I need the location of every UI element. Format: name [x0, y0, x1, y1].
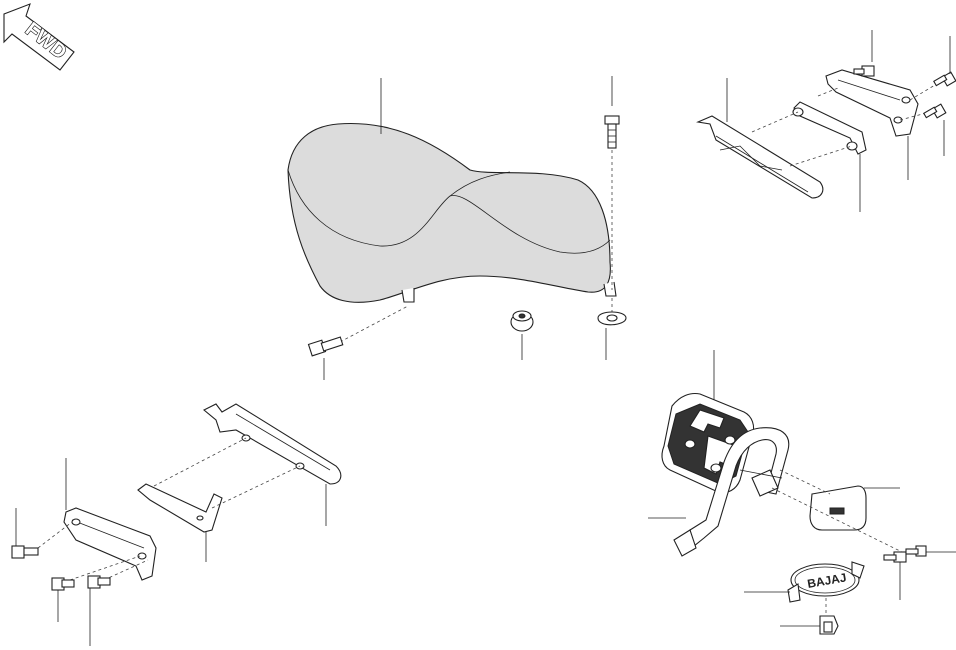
- bracket-plate-right: [792, 101, 867, 155]
- grommet-icon: [510, 310, 534, 332]
- mounting-plate: [809, 485, 867, 531]
- assembly-line: [153, 437, 247, 487]
- assembly-line: [789, 145, 853, 167]
- assembly-line: [103, 559, 149, 581]
- bolt-icon: [923, 103, 947, 119]
- bolt-icon: [307, 336, 344, 357]
- emblem-label: BAJAJ: [806, 570, 847, 591]
- bolt-icon: [11, 545, 39, 559]
- bolt-icon: [87, 575, 111, 589]
- rail-cover-right: [696, 115, 824, 199]
- fwd-arrow-icon: FWD: [3, 3, 75, 71]
- bajaj-emblem: BAJAJ: [787, 561, 865, 603]
- assembly-line: [37, 521, 73, 549]
- assembly-line: [817, 87, 839, 97]
- rail-cover-left: [203, 403, 342, 485]
- assembly-line: [751, 111, 799, 133]
- bolt-icon: [604, 115, 620, 149]
- screw-icon: [819, 615, 839, 635]
- bolt-icon: [905, 545, 927, 557]
- assembly-line: [779, 469, 831, 495]
- assembly-line: [339, 305, 409, 343]
- backrest-frame: [673, 427, 790, 557]
- assembly-line: [771, 487, 903, 553]
- seat: [287, 122, 617, 303]
- bolt-icon: [853, 65, 875, 77]
- bolt-icon: [883, 551, 907, 563]
- assembly-line: [69, 555, 141, 581]
- mount-bracket-right: [825, 69, 919, 137]
- assembly-line: [211, 465, 301, 509]
- bolt-icon: [51, 577, 75, 591]
- clip-icon: [597, 311, 627, 326]
- mount-bracket-left: [63, 507, 157, 581]
- bolt-icon: [933, 71, 956, 87]
- bracket-plate-left: [137, 483, 223, 533]
